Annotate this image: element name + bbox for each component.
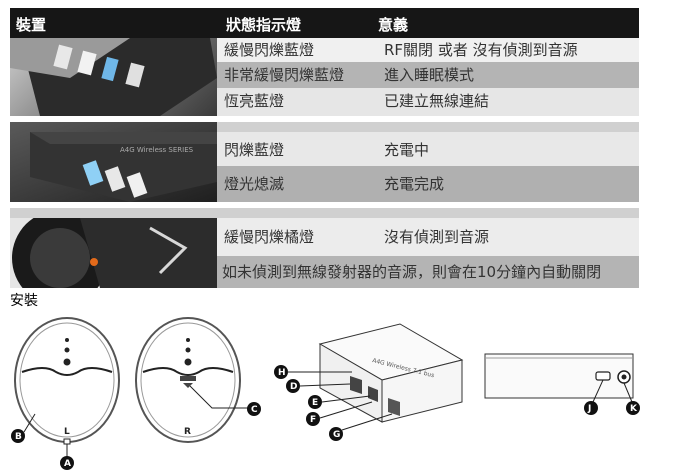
svg-text:B: B	[15, 432, 22, 442]
right-cup-label: R	[184, 427, 191, 437]
svg-text:F: F	[310, 415, 316, 425]
button-d	[350, 376, 362, 394]
transmitter-drawing: A4G Wireless 7.1 bus	[288, 323, 464, 431]
callout-a: A	[60, 456, 74, 470]
meaning-cell: RF關閉 或者 沒有偵測到音源	[384, 41, 578, 59]
svg-text:A4G Wireless SERIES: A4G Wireless SERIES	[120, 146, 194, 154]
meaning-cell: 已建立無線連結	[384, 92, 490, 110]
callout-k: K	[626, 401, 640, 415]
callout-j: J	[584, 401, 598, 415]
svg-text:D: D	[290, 382, 297, 392]
callout-h: H	[274, 365, 288, 379]
meaning-cell: 充電完成	[384, 175, 445, 193]
auto-off-note: 如未偵測到無線發射器的音源，則會在10分鐘內自動關閉	[222, 263, 602, 281]
note-band	[217, 256, 639, 288]
left-cup-label: L	[64, 427, 70, 437]
usb-port-icon	[63, 438, 71, 445]
callout-d: D	[286, 379, 300, 393]
svg-text:J: J	[587, 404, 591, 414]
row-band	[217, 218, 639, 256]
row-band	[217, 38, 639, 62]
row-band	[217, 132, 639, 166]
callout-c: C	[247, 402, 261, 416]
button-g	[388, 398, 400, 416]
callout-g: G	[329, 427, 343, 441]
usb-transmitter-photo	[10, 38, 217, 116]
row-band	[217, 88, 639, 116]
svg-text:A: A	[64, 459, 71, 469]
status-cell: 緩慢閃爍橘燈	[224, 228, 315, 246]
svg-text:H: H	[278, 368, 286, 378]
group-separator	[10, 208, 639, 218]
transmitter-side-icon: A4G Wireless SERIES	[30, 132, 217, 202]
svg-text:G: G	[333, 430, 340, 440]
status-cell: 緩慢閃爍藍燈	[224, 41, 315, 59]
group-separator	[10, 122, 639, 132]
status-cell: 非常緩慢閃爍藍燈	[224, 66, 345, 84]
callout-f: F	[306, 412, 320, 426]
status-cell: 恆亮藍燈	[224, 92, 285, 110]
header-device: 裝置	[16, 16, 47, 34]
svg-text:C: C	[251, 405, 258, 415]
row-band	[217, 166, 639, 202]
status-cell: 閃爍藍燈	[224, 141, 285, 159]
row-band	[217, 62, 639, 88]
headphone-photo	[10, 218, 217, 288]
status-cell: 燈光熄滅	[224, 175, 285, 193]
transmitter-icon	[10, 38, 217, 116]
table-header: 裝置 狀態指示燈 意義	[10, 8, 639, 38]
meaning-cell: 進入睡眠模式	[384, 66, 475, 84]
svg-text:E: E	[312, 398, 318, 408]
transmitter-side-photo: A4G Wireless SERIES	[10, 122, 217, 202]
section-title: 安裝	[10, 293, 38, 309]
header-meaning: 意義	[378, 16, 409, 34]
svg-text:K: K	[630, 404, 638, 414]
right-ear-cup: R	[135, 317, 248, 443]
usb-port-icon	[595, 371, 611, 381]
meaning-cell: 充電中	[384, 141, 430, 159]
left-ear-cup: L	[14, 317, 120, 458]
headphone-icon	[10, 218, 217, 288]
callout-b: B	[11, 429, 25, 443]
transmitter-rear-drawing	[484, 353, 634, 403]
header-status: 狀態指示燈	[226, 16, 302, 34]
installation-diagram: L R A4G Wireless 7.1 bus	[11, 317, 640, 470]
button-e	[368, 386, 378, 402]
callout-e: E	[308, 395, 322, 409]
power-switch-icon	[180, 376, 196, 381]
meaning-cell: 沒有偵測到音源	[384, 228, 490, 246]
